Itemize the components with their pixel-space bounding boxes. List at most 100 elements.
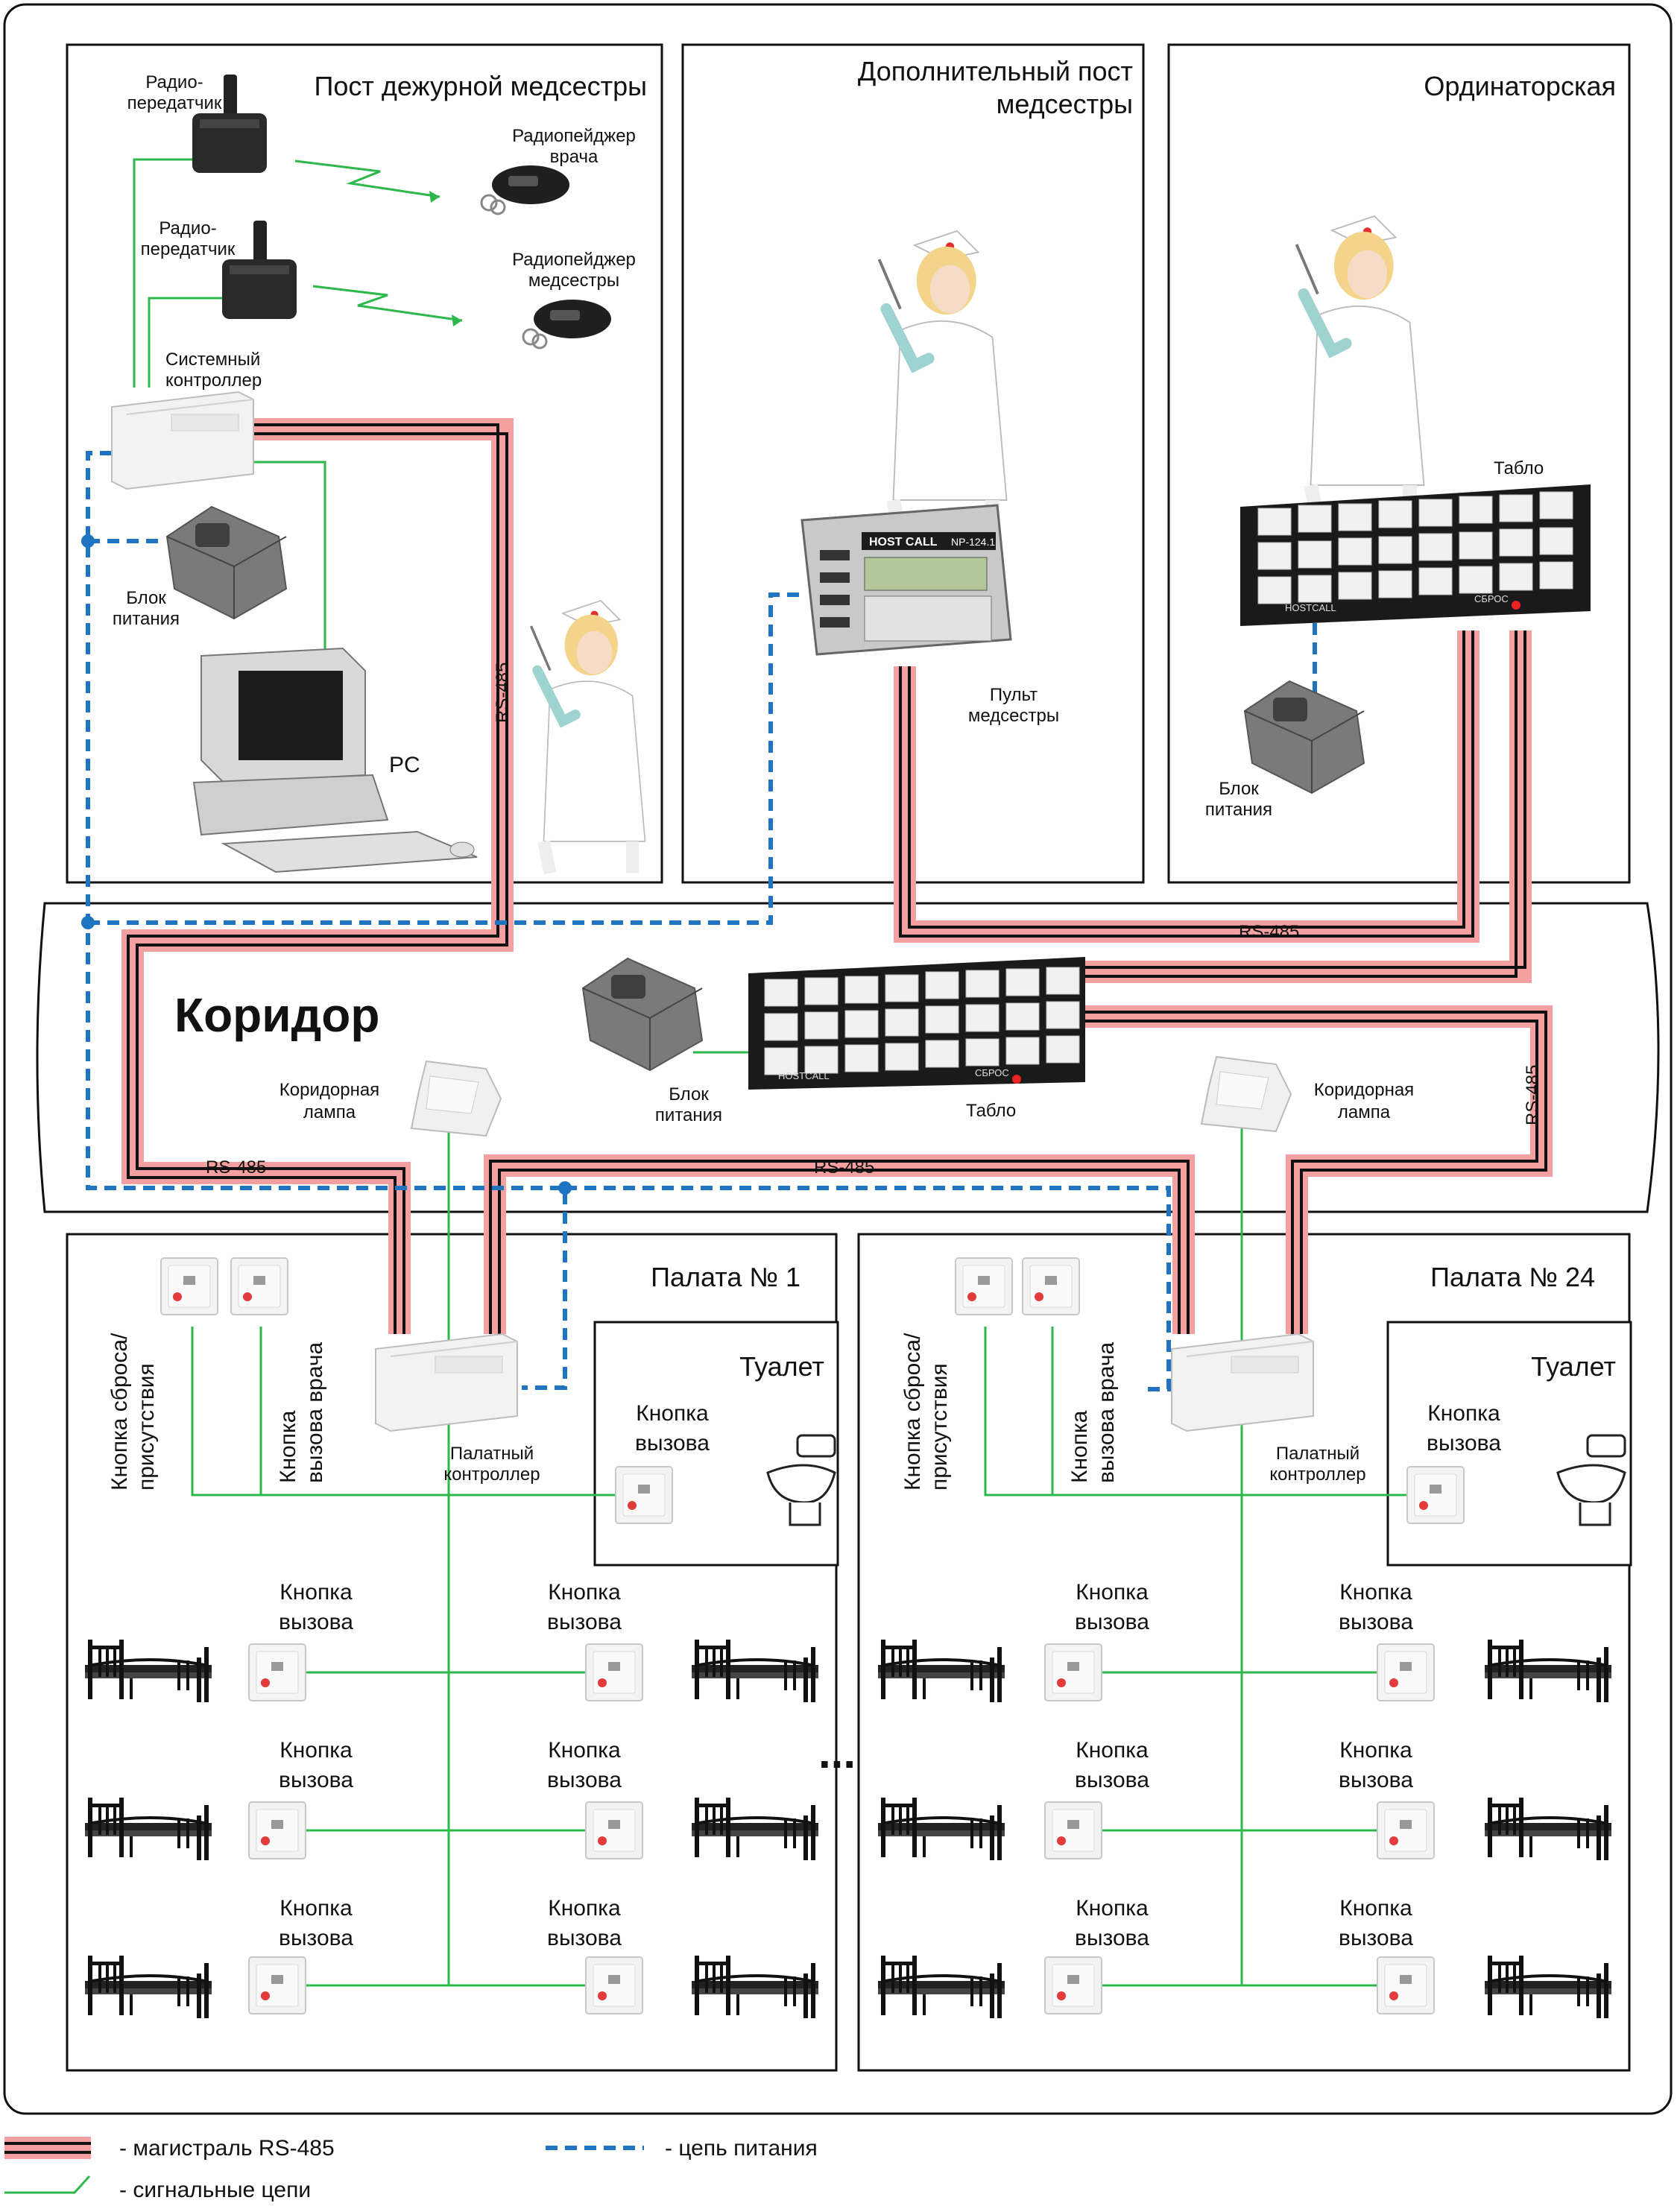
bed-call-button-icon [1377, 1801, 1435, 1859]
call-label-a: Кнопка [280, 1580, 353, 1605]
bed-call-button-icon [248, 1801, 306, 1859]
board2-brand: HOSTCALL [778, 1070, 830, 1081]
legend-signal-swatch [4, 2175, 91, 2194]
toilet24-call-label-a: Кнопка [1427, 1401, 1500, 1426]
call-label-b: вызова [279, 1610, 353, 1634]
rs485-label-vertical: RS-485 [493, 663, 513, 723]
doctor-call-label-b: вызова врача [303, 1342, 327, 1484]
board2-label: Табло [966, 1101, 1016, 1121]
call-label-a: Кнопка [280, 1896, 353, 1921]
reset-presence-button-icon [955, 1257, 1013, 1315]
board1-reset: СБРОС [1474, 593, 1509, 604]
console-label-a: Пульт [990, 685, 1038, 705]
board2-reset: СБРОС [975, 1067, 1009, 1078]
legend-signal-text: - сигнальные цепи [119, 2178, 311, 2202]
doctor-call-label-a: Кнопка [1067, 1410, 1092, 1483]
toilet24-title: Туалет [1531, 1351, 1616, 1382]
call-label-a: Кнопка [280, 1738, 353, 1763]
pager-doctor-label-a: Радиопейджер [512, 126, 636, 146]
rs485-label-console: RS-485 [1239, 922, 1299, 942]
system-controller-icon [111, 391, 254, 490]
ward1-call-labels: Кнопка вызова Кнопка вызова Кнопка вызов… [279, 1580, 622, 1950]
power-junction [558, 1181, 572, 1195]
call-label-b: вызова [1075, 1768, 1149, 1792]
lamp1-label-a: Коридорная [280, 1080, 379, 1100]
psu1-label-a: Блок [126, 588, 166, 608]
call-label-b: вызова [1339, 1610, 1413, 1634]
call-label-b: вызова [1339, 1926, 1413, 1950]
rs485-label-right: RS-485 [1523, 1065, 1543, 1125]
call-label-a: Кнопка [548, 1738, 621, 1763]
radio-tx-label-1a: Радио- [145, 72, 203, 92]
toilet-call-button-icon [1406, 1466, 1465, 1524]
reset-btn-label-b: присутствия [134, 1363, 159, 1491]
toilet-call-button-icon [615, 1466, 673, 1524]
call-label-b: вызова [1075, 1610, 1149, 1634]
pager-nurse-label-b: медсестры [528, 271, 619, 291]
bed-call-button-icon [1044, 1801, 1102, 1859]
bed-call-button-icon [585, 1956, 643, 2014]
rs485-bus-group [121, 418, 1553, 1334]
ward-controller-icon [375, 1333, 518, 1432]
display-board-icon: HOSTCALL СБРОС [1240, 484, 1591, 626]
wards-ellipsis: ... [818, 1728, 856, 1777]
console-model: NP-124.1 [951, 536, 995, 548]
pager-doctor-label-b: врача [550, 147, 599, 167]
toilet24-call-label-b: вызова [1427, 1431, 1501, 1456]
pager-nurse-label-a: Радиопейджер [512, 250, 636, 270]
toilet1-call-label-b: вызова [635, 1431, 710, 1456]
system-ctrl-label-b: контроллер [165, 370, 262, 391]
doctor-call-label-b: вызова врача [1094, 1342, 1119, 1484]
extra-post-title-1: Дополнительный пост [858, 56, 1133, 86]
call-label-a: Кнопка [548, 1580, 621, 1605]
call-label-b: вызова [547, 1926, 622, 1950]
extra-post-title-2: медсестры [997, 89, 1133, 119]
corridor-lamp-icon [1201, 1056, 1292, 1132]
ward1-ctrl-label-b: контроллер [443, 1464, 540, 1485]
reset-btn-label-b: присутствия [927, 1363, 952, 1491]
bed-call-button-icon [1377, 1643, 1435, 1701]
bed-call-button-icon [248, 1956, 306, 2014]
corridor-title: Коридор [174, 988, 379, 1042]
legend-rs485-text: - магистраль RS-485 [119, 2136, 335, 2161]
psu1-label-b: питания [113, 609, 180, 629]
call-label-a: Кнопка [1076, 1738, 1149, 1763]
toilet1-call-label-a: Кнопка [636, 1401, 709, 1426]
console-brand: HOST CALL [869, 536, 938, 549]
pc-icon [192, 647, 478, 873]
toilet1-title: Туалет [739, 1351, 824, 1382]
system-ctrl-label-a: Системный [165, 350, 260, 370]
power-circuit-group [86, 451, 1317, 1391]
pc-label: PC [389, 753, 420, 777]
ward24-ctrl-label-a: Палатный [1276, 1444, 1360, 1464]
legend-power-text: - цепь питания [665, 2136, 818, 2161]
legend: - магистраль RS-485 - сигнальные цепи - … [4, 2136, 818, 2202]
bed-call-button-icon [1044, 1956, 1102, 2014]
bed-call-button-icon [1377, 1956, 1435, 2014]
psu2-label-b: питания [1205, 800, 1272, 820]
corridor-lamp-icon [411, 1061, 502, 1137]
ward24-ctrl-label-b: контроллер [1269, 1464, 1365, 1485]
signal-arrow [429, 191, 440, 203]
ward-controller-icon [1171, 1333, 1314, 1432]
signal-arrow [452, 315, 462, 326]
radio-tx-label-1b: передатчик [127, 93, 222, 113]
call-label-b: вызова [1075, 1926, 1149, 1950]
lamp2-label-b: лампа [1338, 1102, 1391, 1122]
call-label-a: Кнопка [1339, 1580, 1412, 1605]
nurse-post-title: Пост дежурной медсестры [314, 71, 647, 101]
call-label-b: вызова [547, 1768, 622, 1792]
board1-label: Табло [1494, 458, 1544, 478]
bed-call-button-icon [248, 1643, 306, 1701]
doctor-call-label-a: Кнопка [276, 1410, 300, 1483]
bed-call-button-icon [1044, 1643, 1102, 1701]
board1-brand: HOSTCALL [1285, 602, 1336, 613]
call-label-a: Кнопка [1076, 1580, 1149, 1605]
lamp2-label-a: Коридорная [1314, 1080, 1414, 1100]
ward24-title: Палата № 24 [1430, 1262, 1595, 1292]
bed-call-button-icon [585, 1643, 643, 1701]
ward24-call-labels: Кнопка вызова Кнопка вызова Кнопка вызов… [1075, 1580, 1413, 1950]
radio-tx-label-2b: передатчик [141, 239, 236, 259]
radio-tx-label-2a: Радио- [159, 218, 216, 238]
power-junction [81, 534, 95, 548]
